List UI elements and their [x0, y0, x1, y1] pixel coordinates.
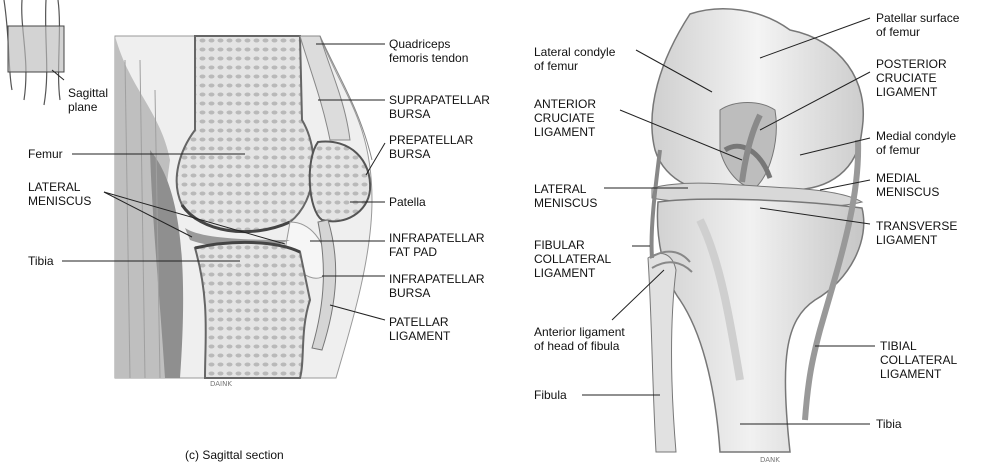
label-patella: Patella [389, 195, 426, 209]
label-fibular-collateral: FIBULAR COLLATERAL LIGAMENT [534, 238, 611, 280]
label-transverse-ligament: TRANSVERSE LIGAMENT [876, 219, 957, 247]
sagittal-plane-inset [4, 0, 64, 105]
sagittal-plane-box [8, 26, 64, 72]
label-medial-meniscus: MEDIAL MENISCUS [876, 171, 939, 199]
sagittal-plane-label: Sagittal plane [68, 86, 108, 114]
anterior-knee-drawing: DANK [648, 9, 864, 464]
label-anterior-cruciate: ANTERIOR CRUCIATE LIGAMENT [534, 97, 596, 139]
label-suprapatellar-bursa: SUPRAPATELLAR BURSA [389, 93, 490, 121]
label-tibial-collateral: TIBIAL COLLATERAL LIGAMENT [880, 339, 957, 381]
label-medial-condyle: Medial condyle of femur [876, 129, 956, 157]
label-lateral-condyle: Lateral condyle of femur [534, 45, 615, 73]
label-tibia-sagittal: Tibia [28, 254, 54, 268]
label-tibia-anterior: Tibia [876, 417, 902, 431]
label-infrapatellar-fat-pad: INFRAPATELLAR FAT PAD [389, 231, 485, 259]
svg-text:DANK: DANK [760, 456, 780, 464]
label-patellar-ligament: PATELLAR LIGAMENT [389, 315, 450, 343]
label-lateral-meniscus-sagittal: LATERAL MENISCUS [28, 180, 91, 208]
sagittal-caption: (c) Sagittal section [185, 448, 284, 462]
svg-text:DAINK: DAINK [210, 380, 232, 388]
label-lateral-meniscus-anterior: LATERAL MENISCUS [534, 182, 597, 210]
label-patellar-surface: Patellar surface of femur [876, 11, 959, 39]
label-infrapatellar-bursa: INFRAPATELLAR BURSA [389, 272, 485, 300]
label-femur: Femur [28, 147, 63, 161]
label-anterior-ligament-fibula: Anterior ligament of head of fibula [534, 325, 625, 353]
label-quadriceps-tendon: Quadriceps femoris tendon [389, 37, 468, 65]
label-prepatellar-bursa: PREPATELLAR BURSA [389, 133, 473, 161]
label-fibula: Fibula [534, 388, 567, 402]
label-posterior-cruciate: POSTERIOR CRUCIATE LIGAMENT [876, 57, 947, 99]
sagittal-section-drawing: DAINK [115, 36, 372, 388]
